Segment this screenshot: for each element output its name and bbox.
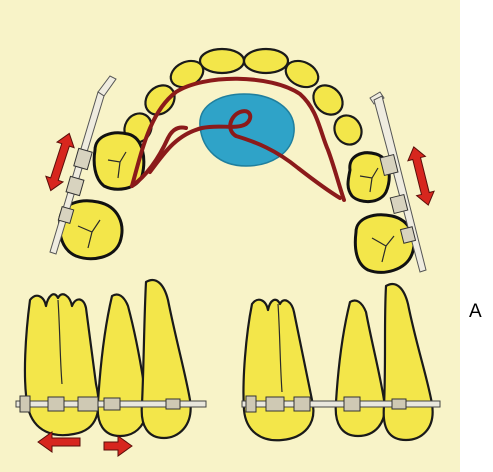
tooth-premolar-side-right-2: [384, 284, 433, 440]
panel-label: A: [469, 301, 482, 323]
illustration-panel: [0, 0, 460, 472]
bracket-side-left-3: [78, 397, 98, 411]
bracket-side-right-4: [344, 397, 360, 411]
tooth-premolar-side-right-1: [336, 300, 385, 436]
bracket-side-right-5: [392, 399, 406, 409]
tooth-upper-incisor-right: [244, 49, 288, 73]
bracket-side-left-4: [104, 398, 120, 410]
bracket-side-right-1: [246, 396, 256, 412]
orthodontic-diagram: [0, 0, 460, 472]
screw-hook-left: [98, 76, 116, 96]
arrow-pointing-right: [104, 436, 132, 456]
tooth-upper-premolar-right: [329, 111, 367, 150]
tooth-premolar-side-left-2: [142, 280, 191, 438]
bracket-side-left-2: [48, 397, 64, 411]
tooth-upper-incisor-left: [200, 49, 244, 73]
screw-box-left-upper: [74, 148, 92, 169]
screw-box-left-middle: [66, 176, 84, 195]
tooth-molar-separated-right: [355, 215, 414, 272]
tooth-premolar-side-left-1: [98, 294, 147, 436]
tooth-molar-side-left: [25, 294, 99, 435]
bracket-side-left-1: [20, 396, 30, 412]
arrow-double-right: [405, 145, 437, 208]
bracket-side-right-2: [266, 397, 284, 411]
bracket-side-left-5: [166, 399, 180, 409]
bracket-side-right-3: [294, 397, 310, 411]
side-view-right: [242, 284, 440, 440]
side-view-left: [16, 280, 206, 456]
